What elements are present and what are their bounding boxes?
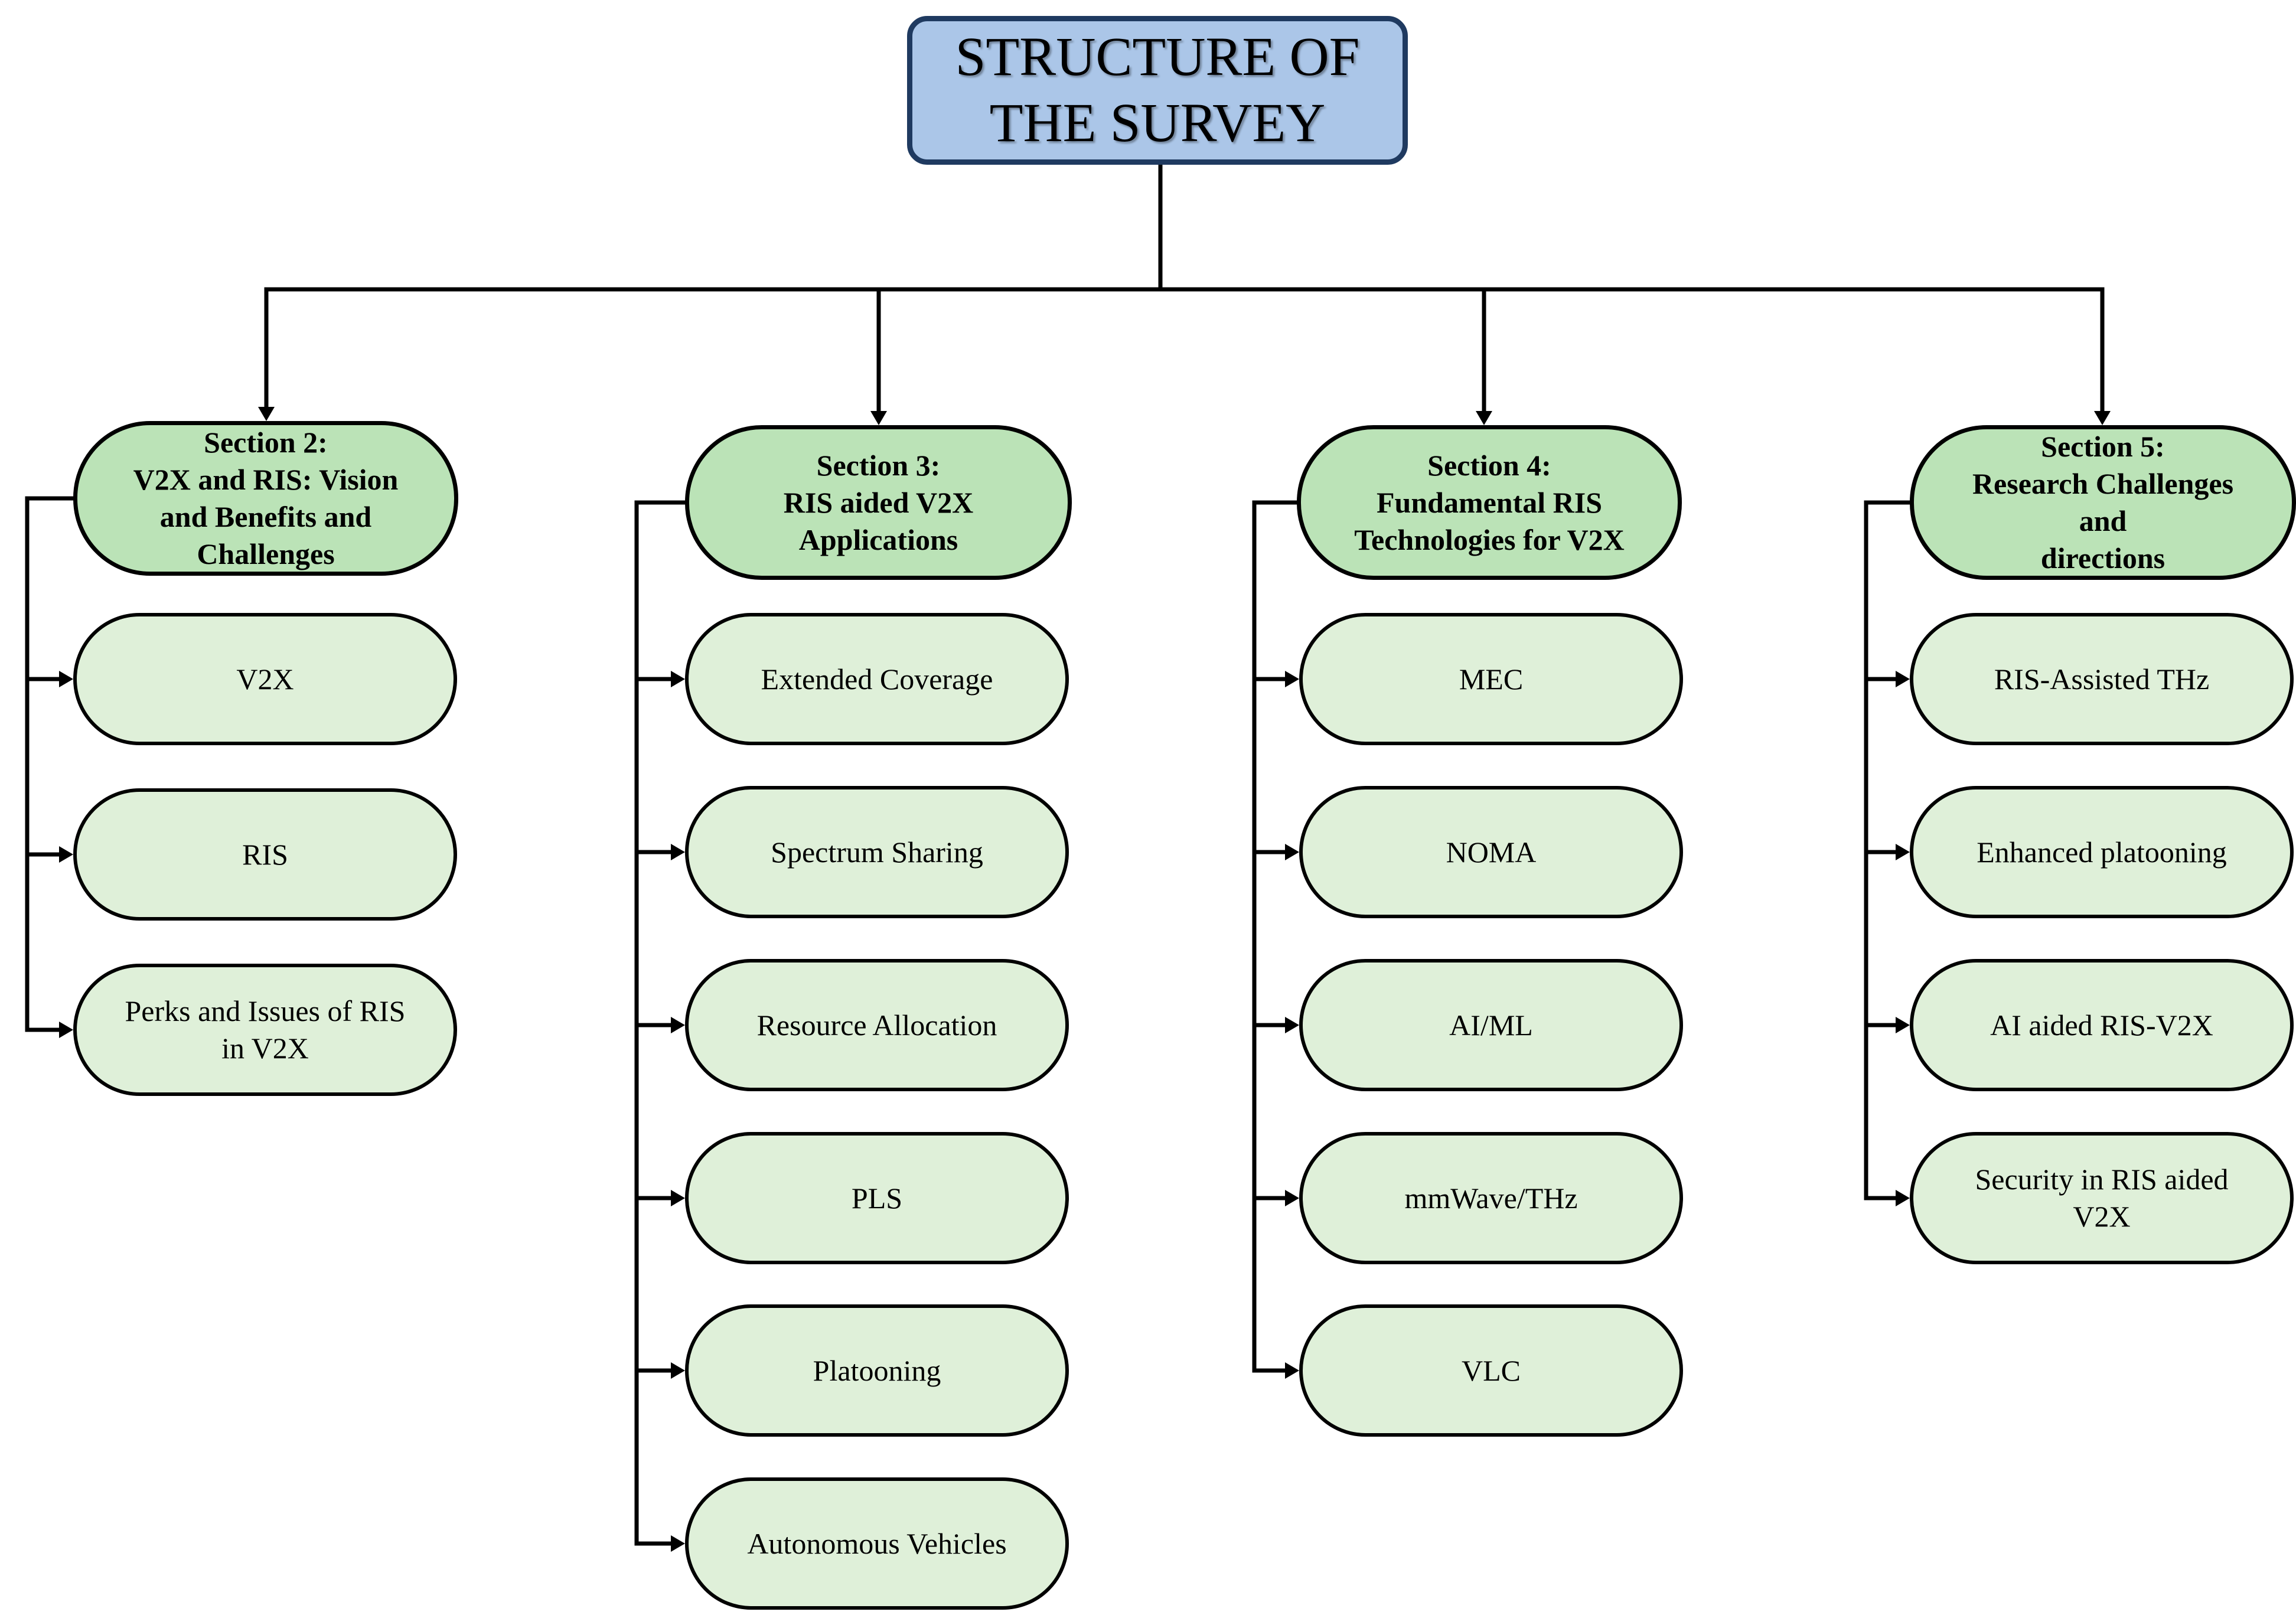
topic-label: AI aided RIS-V2X	[1990, 1008, 2213, 1042]
section-heading-line: Challenges	[197, 537, 335, 570]
topic-box: NOMA	[1299, 786, 1683, 918]
topic-label: Platooning	[813, 1353, 941, 1387]
topic-label: in V2X	[221, 1032, 309, 1065]
section-heading-3: Section 4:Fundamental RIS Technologies fo…	[1297, 425, 1682, 580]
item-arrowhead	[1285, 1017, 1299, 1033]
topic-box: Autonomous Vehicles	[685, 1477, 1069, 1610]
item-arrowhead	[59, 846, 73, 863]
section-heading-line: Section 5:	[2041, 430, 2165, 463]
section-arrowhead	[870, 411, 887, 425]
item-arrowhead	[1285, 844, 1299, 860]
section-heading-line: directions	[2040, 541, 2165, 575]
section-heading-line: Applications	[798, 523, 958, 556]
topic-label: RIS	[242, 837, 288, 871]
item-arrowhead	[1285, 671, 1299, 687]
item-arrowhead	[671, 844, 685, 860]
topic-box: Resource Allocation	[685, 959, 1069, 1091]
title-line-1: STRUCTURE OF	[955, 27, 1360, 87]
topic-label: Autonomous Vehicles	[747, 1526, 1007, 1560]
section-heading-line: Section 4:	[1427, 448, 1551, 482]
item-arrowhead	[1896, 1190, 1910, 1206]
item-arrowhead	[671, 1535, 685, 1552]
topic-box: mmWave/THz	[1299, 1132, 1683, 1264]
section-heading-line: Technologies for V2X	[1354, 523, 1625, 556]
section-arrowhead	[1476, 411, 1492, 425]
section-heading-2: Section 3:RIS aided V2X Applications	[685, 425, 1072, 580]
topic-box: AI/ML	[1299, 959, 1683, 1091]
section-heading-line: Section 2:	[204, 426, 328, 459]
topic-label: VLC	[1462, 1353, 1521, 1387]
topic-label: Spectrum Sharing	[771, 835, 983, 869]
topic-box: MEC	[1299, 613, 1683, 745]
item-arrowhead	[671, 1362, 685, 1379]
section-arrowhead	[258, 407, 275, 421]
item-arrowhead	[671, 671, 685, 687]
item-arrowhead	[1285, 1362, 1299, 1379]
section-heading-1: Section 2: V2X and RIS: Vision and Benefit…	[73, 421, 458, 576]
item-arrowhead	[59, 671, 73, 687]
section-arrowhead	[2094, 411, 2111, 425]
topic-label: Resource Allocation	[756, 1008, 997, 1042]
topic-label: RIS-Assisted THz	[1994, 662, 2210, 696]
connector-lines	[25, 162, 2111, 1552]
topic-box: V2X	[73, 613, 457, 745]
section-heading-line: Section 3:	[816, 448, 941, 482]
item-arrowhead	[59, 1022, 73, 1038]
topic-label: Security in RIS aided	[1975, 1163, 2229, 1196]
topic-label: Enhanced platooning	[1977, 835, 2227, 869]
section-heading-line: V2X and RIS: Vision	[133, 463, 399, 496]
item-arrowhead	[671, 1190, 685, 1206]
section-heading-line: Research Challenges	[1972, 467, 2234, 500]
survey-title: STRUCTURE OF THE SURVEY	[907, 16, 1408, 165]
topic-label: PLS	[851, 1181, 903, 1215]
topic-box: Platooning	[685, 1304, 1069, 1437]
item-arrowhead	[1285, 1190, 1299, 1206]
item-arrowhead	[1896, 844, 1910, 860]
topic-box: Spectrum Sharing	[685, 786, 1069, 918]
topic-label: NOMA	[1446, 835, 1537, 869]
topic-box: RIS-Assisted THz	[1910, 613, 2294, 745]
topic-label: V2X	[236, 662, 294, 696]
topic-box: Perks and Issues of RIS in V2X	[73, 964, 457, 1096]
topic-box: VLC	[1299, 1304, 1683, 1437]
topic-box: PLS	[685, 1132, 1069, 1264]
item-arrowhead	[1896, 671, 1910, 687]
topic-label: V2X	[2073, 1200, 2131, 1233]
topic-box: RIS	[73, 788, 457, 921]
section-heading-line: and Benefits and	[159, 500, 372, 533]
topic-box: Extended Coverage	[685, 613, 1069, 745]
topic-label: Perks and Issues of RIS	[125, 994, 406, 1027]
topic-box: AI aided RIS-V2X	[1910, 959, 2294, 1091]
topic-label: MEC	[1459, 662, 1524, 696]
section-heading-4: Section 5: Research Challenges and directio…	[1910, 425, 2296, 580]
item-arrowhead	[1896, 1017, 1910, 1033]
title-line-2: THE SURVEY	[989, 93, 1326, 154]
item-arrowhead	[671, 1017, 685, 1033]
section-heading-line: and	[2079, 504, 2127, 537]
section-heading-line: Fundamental RIS	[1376, 485, 1603, 519]
topic-box: Enhanced platooning	[1910, 786, 2294, 918]
topic-label: Extended Coverage	[761, 662, 993, 696]
topic-label: AI/ML	[1449, 1008, 1533, 1042]
topic-label: mmWave/THz	[1404, 1181, 1578, 1215]
section-heading-line: RIS aided V2X	[783, 485, 974, 519]
